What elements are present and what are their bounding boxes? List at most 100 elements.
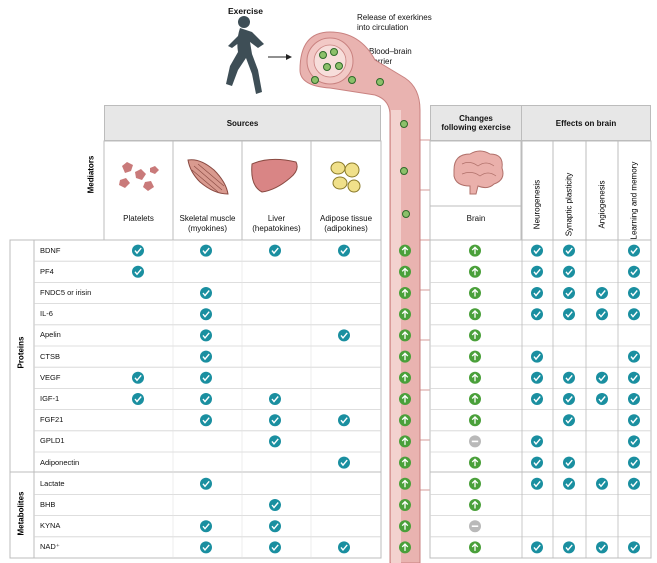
increase-arrow-icon <box>399 456 411 469</box>
source-col-adipose: Adipose tissue (adipokines) <box>311 214 381 234</box>
check-icon <box>596 371 608 384</box>
increase-arrow-icon <box>399 499 411 511</box>
check-icon <box>132 244 144 257</box>
check-icon <box>531 435 543 448</box>
check-icon <box>563 371 575 384</box>
check-icon <box>628 308 640 321</box>
check-icon <box>132 265 144 278</box>
check-icon <box>531 308 543 321</box>
check-icon <box>596 308 608 321</box>
check-icon <box>563 541 575 554</box>
increase-arrow-icon <box>469 414 481 427</box>
row-label: IGF-1 <box>40 394 60 403</box>
increase-arrow-icon <box>469 456 481 469</box>
increase-arrow-icon <box>399 541 411 554</box>
increase-arrow-icon <box>469 244 481 257</box>
increase-arrow-icon <box>469 499 481 511</box>
brain-col-label: Brain <box>466 214 486 223</box>
check-icon <box>628 456 640 469</box>
check-icon <box>628 393 640 405</box>
exercise-arrow-icon <box>268 54 292 60</box>
bbb-label-1: Blood–brain <box>369 47 412 56</box>
check-icon <box>269 520 281 533</box>
check-icon <box>200 287 212 299</box>
source-col-liver: Liver (hepatokines) <box>242 214 311 234</box>
row-label: Apelin <box>40 330 61 340</box>
check-icon <box>531 456 543 469</box>
increase-arrow-icon <box>469 287 481 299</box>
check-icon <box>531 265 543 278</box>
row-label: NAD⁺ <box>40 542 60 552</box>
check-icon <box>132 393 144 405</box>
check-icon <box>563 287 575 299</box>
check-icon <box>200 477 212 490</box>
check-icon <box>628 244 640 257</box>
increase-arrow-icon <box>469 393 481 405</box>
check-icon <box>132 371 144 384</box>
brain-icon <box>453 150 504 195</box>
source-col-muscle: Skeletal muscle (myokines) <box>173 214 242 234</box>
check-icon <box>269 414 281 427</box>
check-icon <box>563 456 575 469</box>
increase-arrow-icon <box>399 371 411 384</box>
changes-header-line2: following exercise <box>441 123 511 132</box>
check-icon <box>269 244 281 257</box>
runner-icon <box>226 16 264 94</box>
check-icon <box>563 244 575 257</box>
source-col-adipose-line2: (adipokines) <box>324 224 368 233</box>
check-icon <box>531 244 543 257</box>
row-label: Lactate <box>40 478 65 488</box>
check-icon <box>628 350 640 363</box>
increase-arrow-icon <box>399 477 411 490</box>
source-col-adipose-line1: Adipose tissue <box>319 214 373 223</box>
effects-header: Effects on brain <box>521 105 651 141</box>
increase-arrow-icon <box>399 265 411 278</box>
check-icon <box>596 287 608 299</box>
source-col-muscle-line2: (myokines) <box>187 224 228 233</box>
increase-arrow-icon <box>469 265 481 278</box>
check-icon <box>628 414 640 427</box>
row-label: VEGF <box>40 372 61 382</box>
check-icon <box>338 414 350 427</box>
check-icon <box>628 477 640 490</box>
check-icon <box>200 329 212 342</box>
row-label: GPLD1 <box>40 436 65 446</box>
increase-arrow-icon <box>399 287 411 299</box>
exercise-label: Exercise <box>228 6 263 16</box>
check-icon <box>628 287 640 299</box>
check-icon <box>628 435 640 448</box>
check-icon <box>563 414 575 427</box>
row-label: IL-6 <box>40 309 53 319</box>
source-col-liver-line2: (hepatokines) <box>252 224 301 233</box>
check-icon <box>531 350 543 363</box>
check-icon <box>596 541 608 554</box>
check-icon <box>269 499 281 511</box>
release-label-2: into circulation <box>357 23 409 32</box>
row-label: CTSB <box>40 351 61 361</box>
check-icon <box>531 477 543 490</box>
check-icon <box>200 520 212 533</box>
liver-icon <box>251 158 298 193</box>
source-col-platelets-line1: Platelets <box>123 214 154 223</box>
row-label: PF4 <box>40 266 54 276</box>
check-icon <box>596 393 608 405</box>
check-icon <box>338 244 350 257</box>
increase-arrow-icon <box>399 244 411 257</box>
adipose-icon <box>330 161 361 193</box>
row-label: KYNA <box>40 521 61 531</box>
muscle-icon <box>187 159 229 195</box>
increase-arrow-icon <box>399 393 411 405</box>
row-label: BHB <box>40 500 56 509</box>
increase-arrow-icon <box>399 329 411 342</box>
increase-arrow-icon <box>469 541 481 554</box>
increase-arrow-icon <box>399 350 411 363</box>
check-icon <box>200 244 212 257</box>
increase-arrow-icon <box>469 308 481 321</box>
blood-vessel <box>299 31 430 563</box>
table-frames <box>9 140 652 559</box>
check-icon <box>338 329 350 342</box>
check-icon <box>531 371 543 384</box>
check-icon <box>596 477 608 490</box>
increase-arrow-icon <box>399 435 411 448</box>
